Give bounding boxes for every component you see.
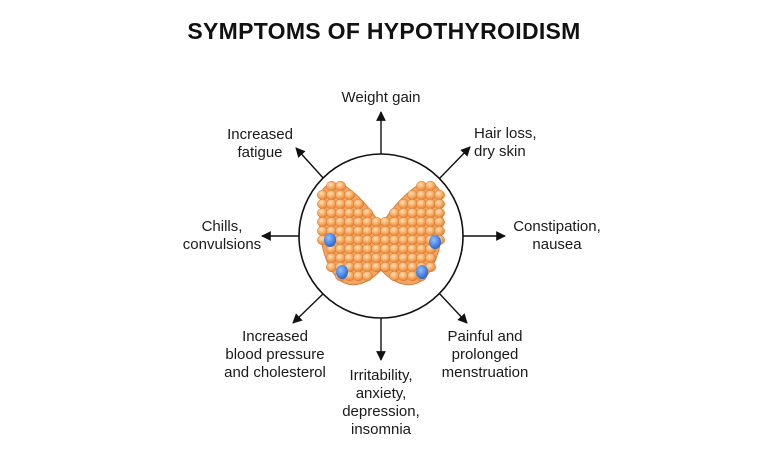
nodule (336, 265, 348, 279)
thyroid-cell (335, 180, 346, 192)
symptom-fatigue: Increased fatigue (227, 126, 293, 161)
symptom-weight-gain: Weight gain (341, 89, 421, 106)
thyroid-cell (434, 198, 445, 210)
thyroid-gland-icon (317, 180, 445, 286)
thyroid-cell (425, 180, 436, 192)
arrow-bottom-right (437, 291, 468, 324)
thyroid-cell (362, 207, 373, 219)
arrows (261, 111, 506, 361)
arrow-bottom-left (292, 291, 326, 324)
thyroid-cell (362, 270, 373, 282)
nodule (429, 235, 441, 249)
symptom-hair-loss: Hair loss, dry skin (474, 125, 537, 160)
symptom-irritability: Irritability, anxiety, depression, insom… (342, 367, 420, 438)
thyroid-cell (434, 207, 445, 219)
arrow-top-left (295, 147, 326, 181)
arrow-top-right (437, 146, 471, 181)
nodule (416, 265, 428, 279)
thyroid-cell (434, 189, 445, 201)
thyroid-cell (344, 189, 355, 201)
symptom-menstruation: Painful and prolonged menstruation (441, 328, 529, 381)
thyroid-cell (434, 216, 445, 228)
symptom-chills: Chills, convulsions (182, 218, 262, 253)
thyroid-cell (425, 252, 436, 264)
nodule (324, 233, 336, 247)
thyroid-cell (434, 225, 445, 237)
symptom-constipation: Constipation, nausea (513, 218, 601, 253)
symptom-blood-pressure: Increased blood pressure and cholesterol (224, 328, 326, 381)
thyroid-cell (353, 198, 364, 210)
diagram-title: SYMPTOMS OF HYPOTHYROIDISM (187, 18, 581, 44)
